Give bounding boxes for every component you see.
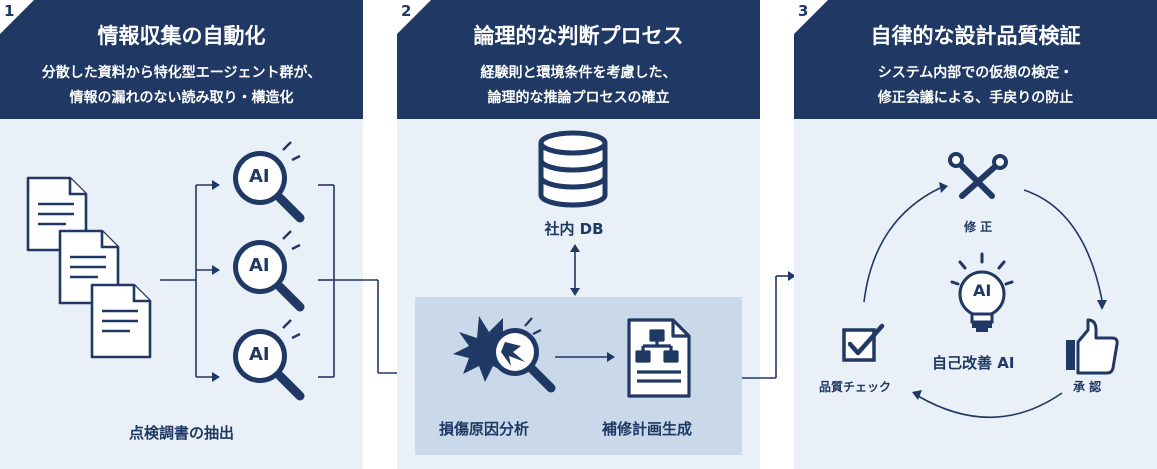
- step-3-panel: 3 自律的な設計品質検証 システム内部での仮想の検定・ 修正会議による、手戻りの…: [794, 0, 1157, 469]
- step-1-connectors: [160, 180, 335, 382]
- analysis-label: 損傷原因分析: [439, 420, 530, 438]
- step-1-number-badge: 1: [0, 0, 34, 34]
- agent-2-badge: AI: [249, 255, 270, 276]
- agent-1-badge: AI: [249, 166, 270, 187]
- step-3-graphics: [842, 152, 1119, 419]
- checkbox-icon: [842, 323, 885, 362]
- db-link-arrow: [570, 244, 580, 296]
- fix-label: 修 正: [964, 220, 993, 234]
- tools-icon: [948, 152, 1008, 199]
- step-1-panel: 1 情報収集の自動化 分散した資料から特化型エージェント群が、 情報の漏れのない…: [0, 0, 363, 469]
- ai-magnifier-icon: [233, 319, 305, 401]
- ai-lightbulb-icon: [950, 252, 1014, 332]
- approve-label: 承 認: [1073, 380, 1102, 394]
- step-3-header: 3 自律的な設計品質検証 システム内部での仮想の検定・ 修正会議による、手戻りの…: [794, 0, 1157, 119]
- analysis-to-plan-arrow: [555, 352, 615, 362]
- thumbs-up-icon: [1066, 318, 1119, 375]
- extraction-caption: 点検調書の抽出: [128, 424, 234, 442]
- center-label: 自己改善 AI: [932, 354, 1015, 372]
- agent-3-badge: AI: [249, 344, 270, 365]
- step-3-subtitle-line2: 修正会議による、手戻りの防止: [877, 90, 1074, 106]
- database-icon: [538, 130, 608, 208]
- step-2-title: 論理的な判断プロセス: [473, 24, 684, 48]
- ai-magnifier-icons: [233, 141, 305, 401]
- step-2-subtitle-line1: 経験則と環境条件を考慮した、: [480, 65, 677, 81]
- step-1-subtitle-line2: 情報の漏れのない読み取り・構造化: [69, 90, 294, 106]
- ai-magnifier-icon: [233, 141, 305, 223]
- db-label: 社内 DB: [544, 220, 604, 238]
- step-3-subtitle-line1: システム内部での仮想の検定・: [877, 65, 1074, 81]
- step-2-subtitle-line2: 論理的な推論プロセスの確立: [487, 90, 670, 106]
- step-1-number: 1: [4, 2, 15, 20]
- step-1-subtitle-line1: 分散した資料から特化型エージェント群が、: [41, 65, 322, 81]
- step-2-number: 2: [401, 2, 412, 20]
- ai-magnifier-icon: [233, 230, 305, 312]
- center-ai-badge: AI: [973, 281, 992, 300]
- step-3-title: 自律的な設計品質検証: [870, 24, 1081, 48]
- step-3-number-badge: 3: [794, 0, 828, 34]
- step-2-number-badge: 2: [397, 0, 431, 34]
- step-3-number: 3: [798, 2, 809, 20]
- plan-label: 補修計画生成: [602, 420, 693, 438]
- check-label: 品質チェック: [819, 380, 892, 394]
- step-2-header: 2 論理的な判断プロセス 経験則と環境条件を考慮した、 論理的な推論プロセスの確…: [397, 0, 760, 119]
- documents-icon: [26, 176, 152, 359]
- step-2-graphics: [453, 130, 691, 398]
- step-2-panel: 2 論理的な判断プロセス 経験則と環境条件を考慮した、 論理的な推論プロセスの確…: [397, 0, 760, 469]
- flowchart-document-icon: [627, 318, 691, 398]
- step-1-title: 情報収集の自動化: [97, 24, 266, 48]
- improvement-cycle: [863, 187, 1103, 419]
- damage-analysis-icon: [453, 316, 556, 393]
- step-1-header: 1 情報収集の自動化 分散した資料から特化型エージェント群が、 情報の漏れのない…: [0, 0, 363, 119]
